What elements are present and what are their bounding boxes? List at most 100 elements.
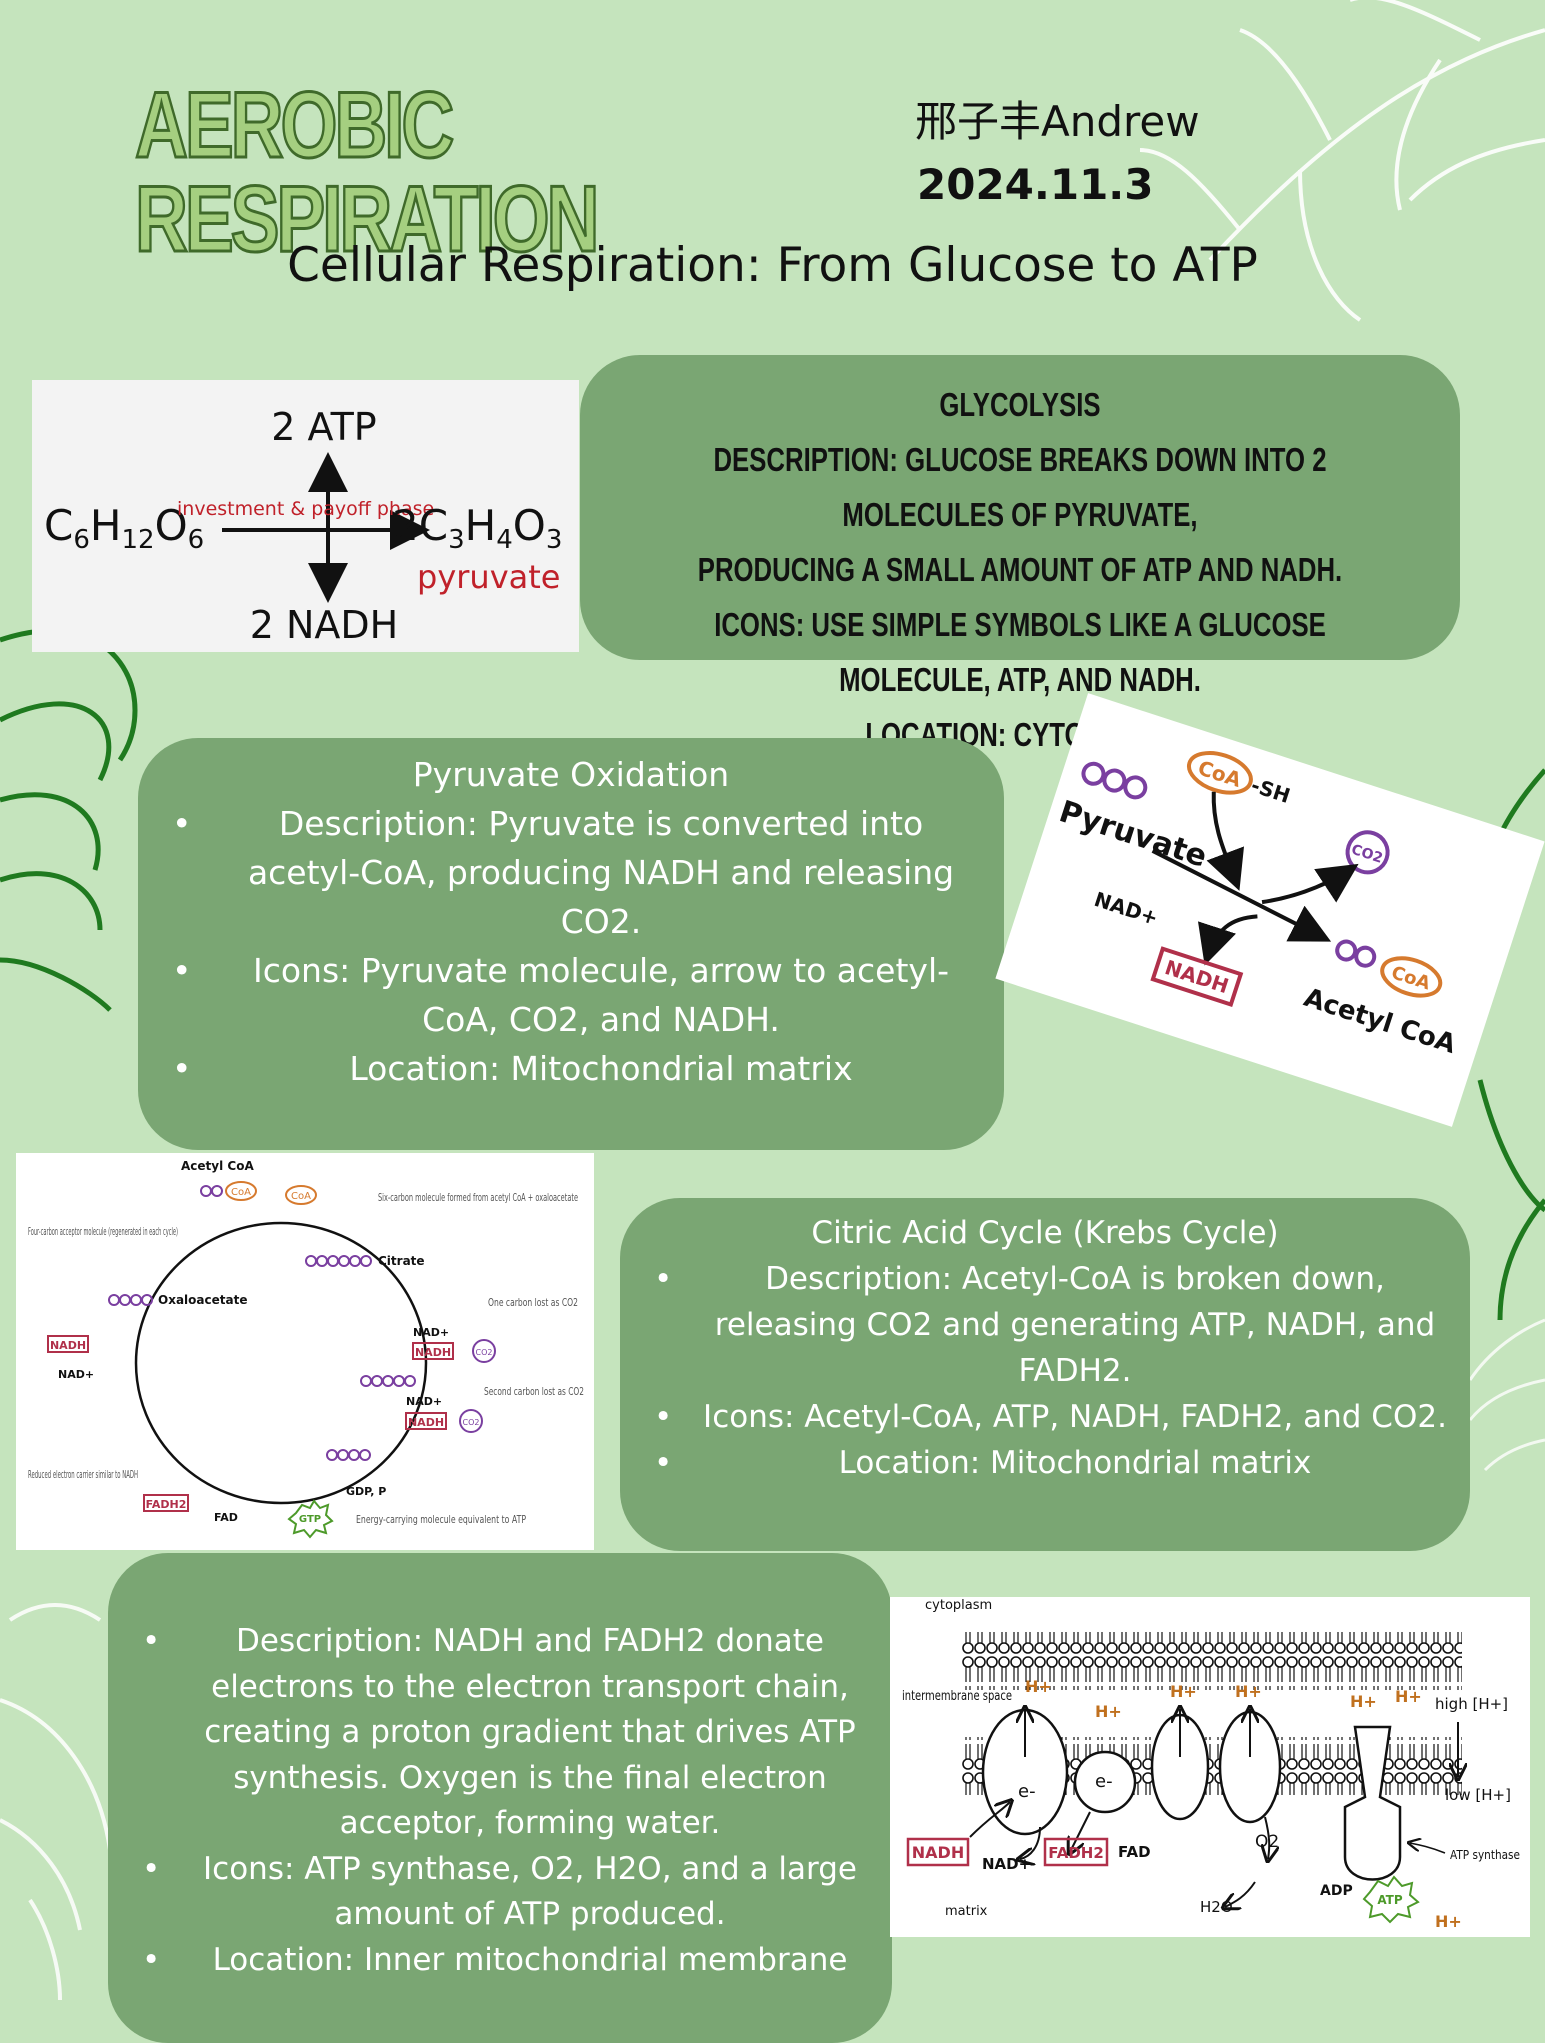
glucose-formula: C6H12O6 xyxy=(44,501,204,555)
phase-label: investment & payoff phase xyxy=(177,498,434,520)
six-carbon-note: Six-carbon molecule formed from acetyl C… xyxy=(378,1191,578,1204)
green-lines-left xyxy=(0,628,138,1012)
cycle-ring xyxy=(134,1221,428,1505)
second-carbon-note: Second carbon lost as CO2 xyxy=(484,1385,584,1398)
krebs-fad: FAD xyxy=(214,1511,238,1524)
low-h-label: low [H+] xyxy=(1445,1786,1511,1804)
hplus-1: H+ xyxy=(1025,1677,1052,1696)
reduced-note: Reduced electron carrier similar to NADH xyxy=(28,1468,138,1481)
atp-synthase-icon xyxy=(1343,1725,1402,1881)
etc-nad: NAD+ xyxy=(982,1855,1031,1873)
one-carbon-note: One carbon lost as CO2 xyxy=(488,1296,578,1309)
author-name: 邢子丰Andrew xyxy=(915,97,1200,146)
page-subtitle: Cellular Respiration: From Glucose to AT… xyxy=(287,238,1258,293)
pyruvate-oxidation-location: Location: Mitochondrial matrix xyxy=(138,1044,1004,1093)
pyruvate-oxidation-icons: Icons: Pyruvate molecule, arrow to acety… xyxy=(138,946,1004,1044)
hplus-4: H+ xyxy=(1235,1682,1262,1701)
electron-transport-icons: Icons: ATP synthase, O2, H2O, and a larg… xyxy=(108,1847,892,1938)
succinyl-icon xyxy=(326,1449,371,1461)
co2-label: CO2 xyxy=(1349,842,1384,867)
electron-label-2: e- xyxy=(1095,1771,1113,1792)
date: 2024.11.3 xyxy=(917,160,1154,209)
krebs-nadh-left: NADH xyxy=(50,1339,86,1352)
acetyl-coa-text: Acetyl CoA xyxy=(1300,983,1459,1060)
pyruvate-label: pyruvate xyxy=(417,558,560,596)
glycolysis-line-1: DESCRIPTION: GLUCOSE BREAKS DOWN INTO 2 … xyxy=(713,441,1327,533)
etc-atp: ATP xyxy=(1377,1893,1403,1907)
krebs-coa-label-1: CoA xyxy=(231,1187,251,1198)
gdp-label: GDP, P xyxy=(346,1485,386,1498)
hplus-6: H+ xyxy=(1395,1687,1422,1706)
complex-2 xyxy=(1073,1750,1137,1814)
h2o-label: H2O xyxy=(1200,1898,1233,1916)
nad-text: NAD+ xyxy=(1091,887,1161,930)
krebs-nad-1: NAD+ xyxy=(413,1326,449,1339)
gtp-label: GTP xyxy=(299,1514,321,1525)
five-carbon-icon xyxy=(360,1375,416,1387)
citric-acid-cycle-figure: Acetyl CoA CoA CoA Six-carbon molecule f… xyxy=(16,1153,594,1550)
citric-acid-cycle-icons: Icons: Acetyl-CoA, ATP, NADH, FADH2, and… xyxy=(620,1394,1470,1440)
glycolysis-atp-label: 2 ATP xyxy=(271,405,376,449)
hplus-7: H+ xyxy=(1435,1912,1462,1931)
hplus-3: H+ xyxy=(1170,1682,1197,1701)
electron-transport-location: Location: Inner mitochondrial membrane xyxy=(108,1938,892,1984)
etc-fadh2: FADH2 xyxy=(1048,1844,1104,1862)
citric-acid-cycle-card: Citric Acid Cycle (Krebs Cycle) Descript… xyxy=(620,1198,1470,1551)
intermembrane-label: intermembrane space xyxy=(902,1689,1012,1704)
pyruvate-oxidation-description: Description: Pyruvate is converted into … xyxy=(138,799,1004,946)
krebs-nadh-1: NADH xyxy=(415,1346,451,1359)
glycolysis-heading: GLYCOLYSIS xyxy=(939,386,1101,423)
krebs-acetyl-coa-label: Acetyl CoA xyxy=(181,1159,254,1173)
co2-icon xyxy=(1345,830,1390,875)
krebs-nadh-2: NADH xyxy=(408,1416,444,1429)
hplus-2: H+ xyxy=(1095,1702,1122,1721)
white-lines-right xyxy=(1468,1318,1545,1472)
outer-membrane xyxy=(962,1632,1462,1690)
etc-nadh: NADH xyxy=(912,1843,964,1862)
pyruvate-formula: 2C3H4O3 xyxy=(392,501,562,555)
acetyl-icon xyxy=(1335,939,1377,968)
electron-transport-card: Description: NADH and FADH2 donate elect… xyxy=(108,1553,892,2043)
coa-sh-label: -SH xyxy=(1248,773,1293,808)
matrix-label: matrix xyxy=(945,1904,988,1919)
pyruvate-oxidation-figure: CoA -SH CO2 Pyruvate NAD+ NADH CoA Acety… xyxy=(995,693,1545,1127)
pyruvate-text: Pyruvate xyxy=(1055,794,1211,874)
white-leaf-bottom-left xyxy=(0,1603,112,2000)
pyruvate-oxidation-heading: Pyruvate Oxidation xyxy=(412,755,730,794)
electron-transport-figure: cytoplasm intermembrane space e- e- H+ H… xyxy=(890,1597,1530,1937)
citric-acid-cycle-heading: Citric Acid Cycle (Krebs Cycle) xyxy=(811,1215,1279,1251)
cytoplasm-label: cytoplasm xyxy=(925,1598,992,1613)
hplus-5: H+ xyxy=(1350,1692,1377,1711)
krebs-co2-1: CO2 xyxy=(476,1348,493,1357)
citric-acid-cycle-description: Description: Acetyl-CoA is broken down, … xyxy=(620,1256,1470,1394)
krebs-co2-2: CO2 xyxy=(463,1418,480,1427)
energy-note: Energy-carrying molecule equivalent to A… xyxy=(356,1513,526,1526)
glycolysis-figure: 2 ATP C6H12O6 investment & payoff phase … xyxy=(32,380,579,652)
glycolysis-nadh-label: 2 NADH xyxy=(250,603,399,647)
krebs-nad-left: NAD+ xyxy=(58,1368,94,1381)
oxaloacetate-label: Oxaloacetate xyxy=(158,1293,247,1307)
atp-synthase-label: ATP synthase xyxy=(1450,1848,1520,1862)
glycolysis-line-3: ICONS: USE SIMPLE SYMBOLS LIKE A GLUCOSE… xyxy=(714,606,1326,698)
citrate-label: Citrate xyxy=(378,1254,425,1268)
pyruvate-oxidation-card: Pyruvate Oxidation Description: Pyruvate… xyxy=(138,738,1004,1150)
four-carbon-note: Four-carbon acceptor molecule (regenerat… xyxy=(28,1225,178,1238)
citric-acid-cycle-location: Location: Mitochondrial matrix xyxy=(620,1440,1470,1486)
o2-label: O2 xyxy=(1255,1832,1279,1852)
krebs-nad-2: NAD+ xyxy=(406,1395,442,1408)
krebs-fadh2: FADH2 xyxy=(146,1498,187,1511)
adp-label: ADP xyxy=(1320,1883,1353,1899)
etc-fad: FAD xyxy=(1118,1843,1151,1861)
krebs-coa-label-2: CoA xyxy=(291,1191,311,1202)
pyruvate-molecule-icon xyxy=(1081,761,1148,800)
electron-label-1: e- xyxy=(1018,1781,1036,1802)
krebs-acetyl-icon xyxy=(200,1185,223,1197)
citrate-icon xyxy=(305,1255,372,1267)
electron-transport-description: Description: NADH and FADH2 donate elect… xyxy=(108,1619,892,1847)
glycolysis-line-2: PRODUCING A SMALL AMOUNT OF ATP AND NADH… xyxy=(697,551,1343,588)
page-title: AEROBIC RESPIRATION xyxy=(134,72,601,271)
glycolysis-card: GLYCOLYSIS DESCRIPTION: GLUCOSE BREAKS D… xyxy=(580,355,1460,753)
high-h-label: high [H+] xyxy=(1435,1695,1508,1713)
nadh-box-icon xyxy=(1150,946,1244,1008)
oxaloacetate-icon xyxy=(108,1294,153,1306)
